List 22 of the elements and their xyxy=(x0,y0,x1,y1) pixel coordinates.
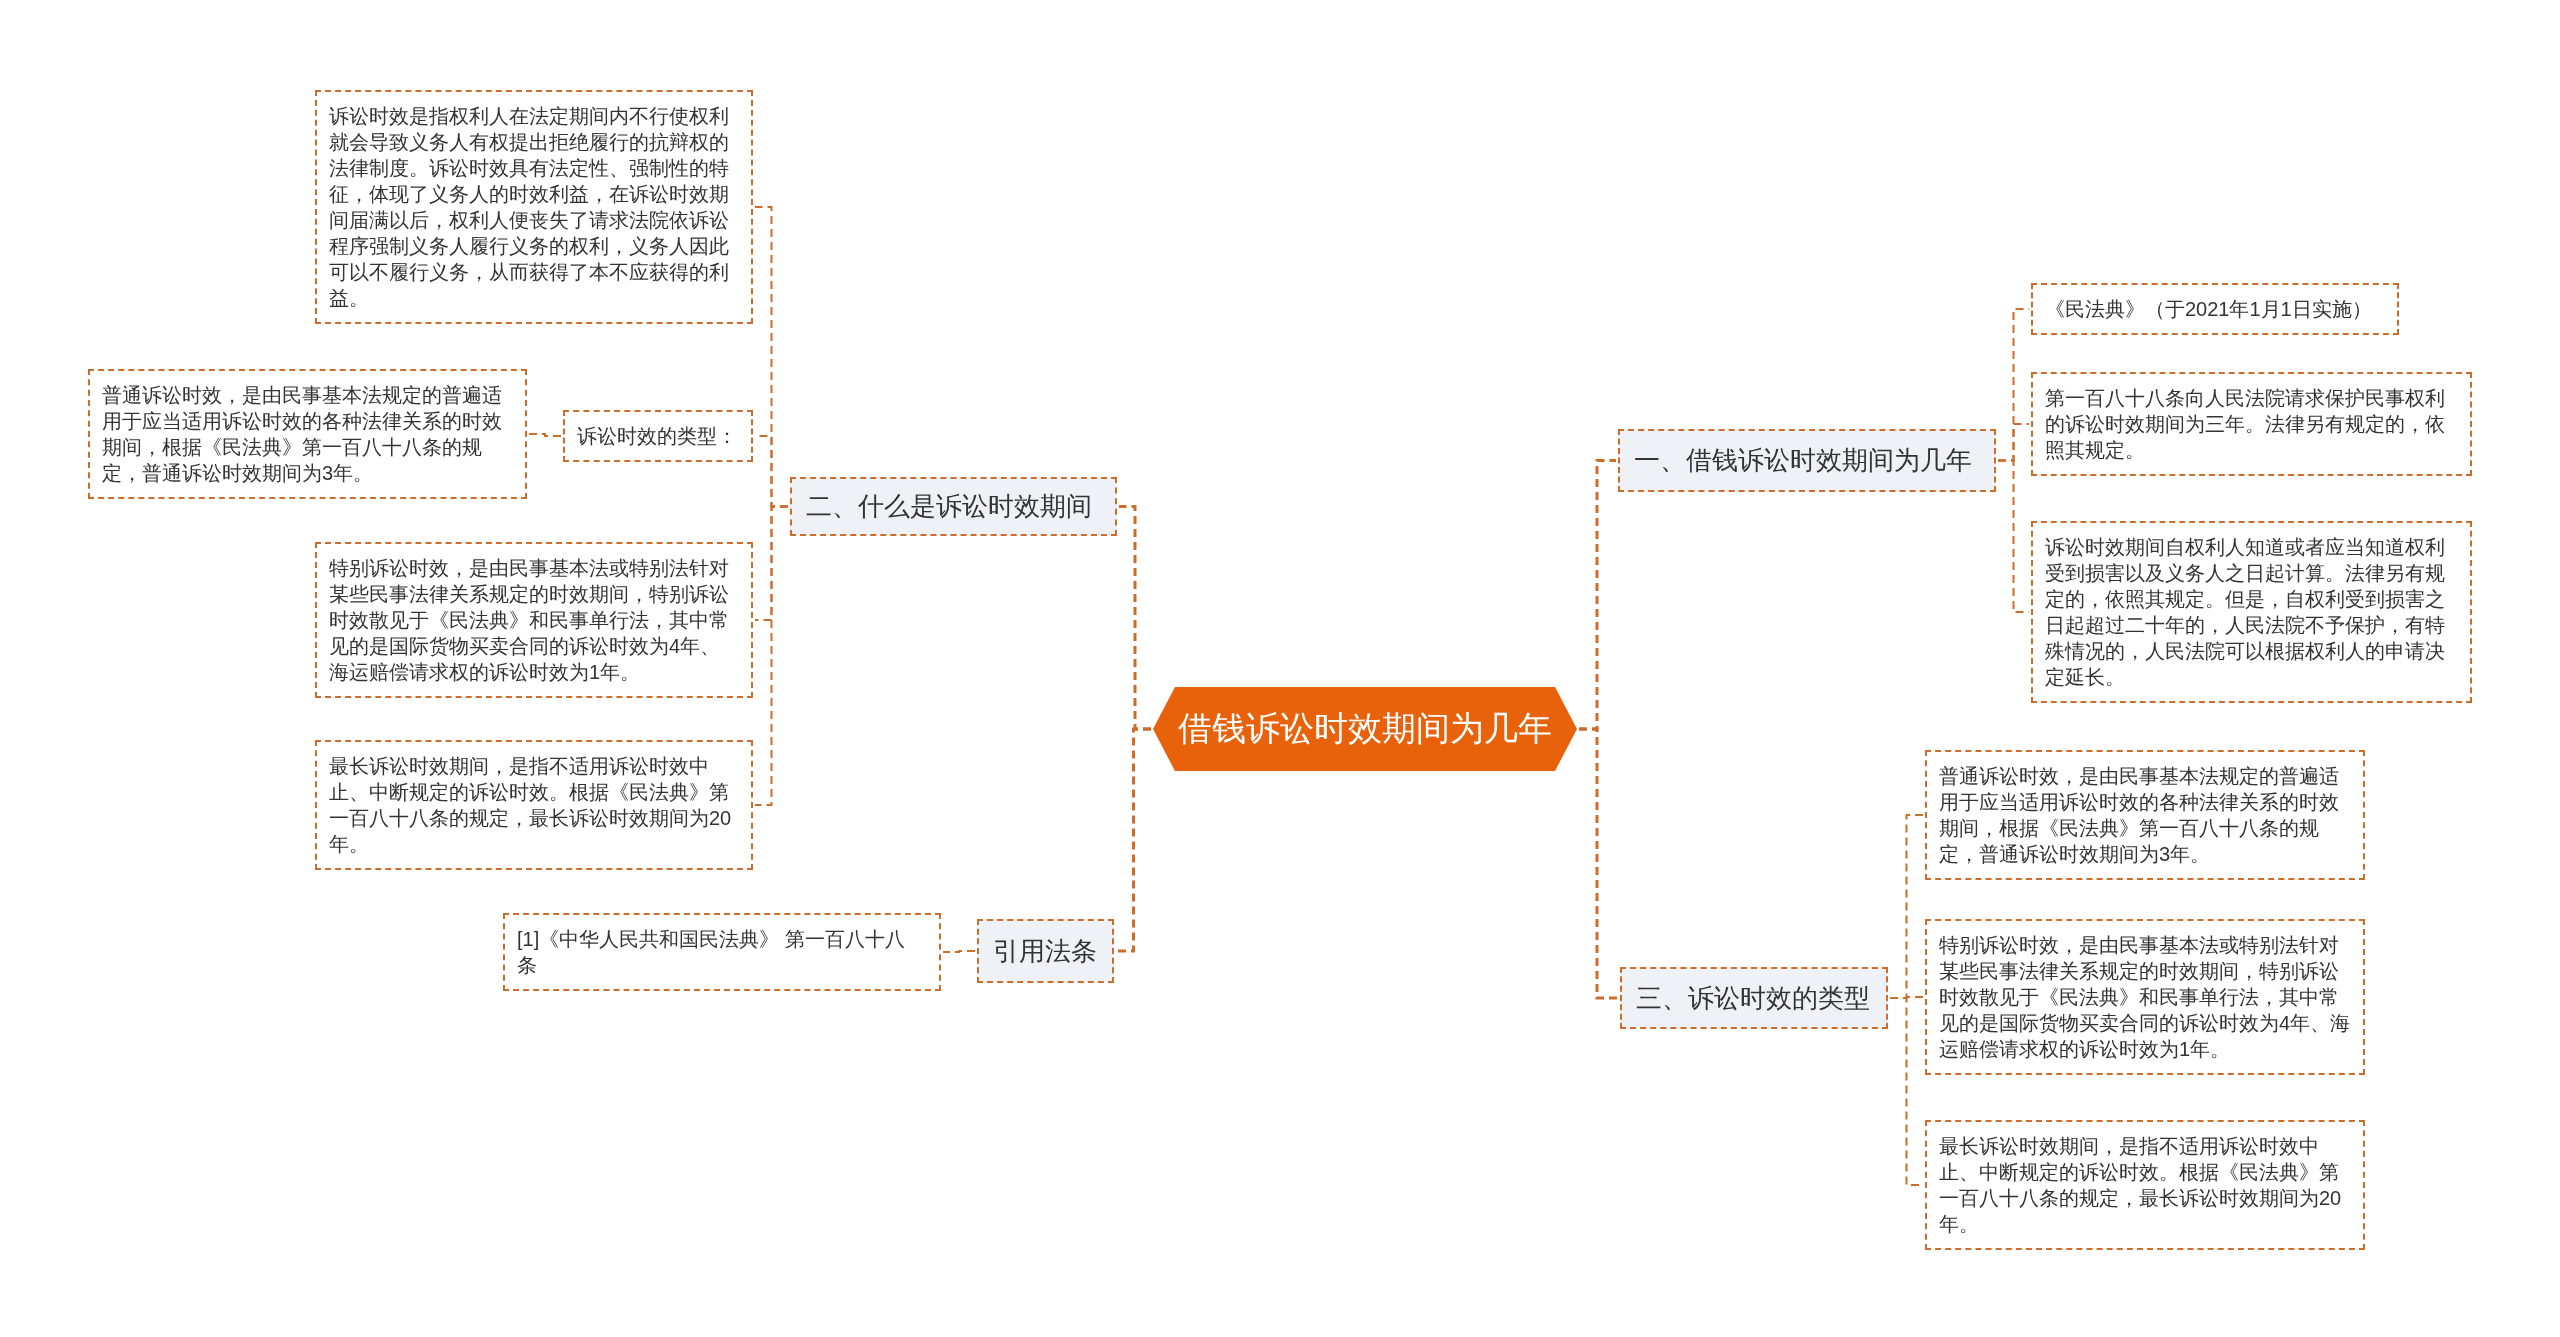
connector-line xyxy=(1579,727,1618,1000)
connector-line xyxy=(1116,727,1151,953)
subtopic-note: 最长诉讼时效期间，是指不适用诉讼时效中止、中断规定的诉讼时效。根据《民法典》第一百八十八条的规定，最长诉讼时效期间为20年。 xyxy=(315,740,753,870)
subtopic-note: 诉讼时效期间自权利人知道或者应当知道权利受到损害以及义务人之日起计算。法律另有规定的，依照其规定。但是，自权利受到损害之日起超过二十年的，人民法院不予保护，有特殊情况的，人民法院可以根据权利人的申请决定延长。 xyxy=(2031,521,2472,703)
branch-topic: 一、借钱诉讼时效期间为几年 xyxy=(1618,429,1996,492)
connector-line xyxy=(942,950,976,953)
branch-topic: 三、诉讼时效的类型 xyxy=(1620,967,1888,1029)
subtopic-note: 《民法典》（于2021年1月1日实施） xyxy=(2031,283,2399,335)
subtopic-note: [1]《中华人民共和国民法典》 第一百八十八条 xyxy=(503,913,941,991)
subtopic-note: 特别诉讼时效，是由民事基本法或特别法针对某些民事法律关系规定的时效期间，特别诉讼时效散见于《民法典》和民事单行法，其中常见的是国际货物买卖合同的诉讼时效为4年、海运赔偿请求权的诉讼时效为1年。 xyxy=(1925,919,2365,1075)
subtopic-note: 普通诉讼时效，是由民事基本法规定的普遍适用于应当适用诉讼时效的各种法律关系的时效期间，根据《民法典》第一百八十八条的规定，普通诉讼时效期间为3年。 xyxy=(88,369,527,499)
branch-topic: 二、什么是诉讼时效期间 xyxy=(790,477,1117,536)
subtopic-note: 特别诉讼时效，是由民事基本法或特别法针对某些民事法律关系规定的时效期间，特别诉讼时效散见于《民法典》和民事单行法，其中常见的是国际货物买卖合同的诉讼时效为4年、海运赔偿请求权的诉讼时效为1年。 xyxy=(315,542,753,698)
subtopic-note: 诉讼时效是指权利人在法定期间内不行使权利就会导致义务人有权提出拒绝履行的抗辩权的法律制度。诉讼时效具有法定性、强制性的特征，体现了义务人的时效利益，在诉讼时效期间届满以后，权利人便丧失了请求法院依诉讼程序强制义务人履行义务的权利，义务人因此可以不履行义务，从而获得了本不应获得的利益。 xyxy=(315,90,753,324)
subtopic-note: 最长诉讼时效期间，是指不适用诉讼时效中止、中断规定的诉讼时效。根据《民法典》第一百八十八条的规定，最长诉讼时效期间为20年。 xyxy=(1925,1120,2365,1250)
central-topic: 借钱诉讼时效期间为几年 xyxy=(1153,687,1577,771)
subtopic-note: 诉讼时效的类型： xyxy=(563,410,753,462)
connector-line xyxy=(528,433,562,437)
subtopic-note: 第一百八十八条向人民法院请求保护民事权利的诉讼时效期间为三年。法律另有规定的，依照其规定。 xyxy=(2031,372,2472,476)
subtopic-note: 普通诉讼时效，是由民事基本法规定的普遍适用于应当适用诉讼时效的各种法律关系的时效期间，根据《民法典》第一百八十八条的规定，普通诉讼时效期间为3年。 xyxy=(1925,750,2365,880)
branch-topic: 引用法条 xyxy=(977,919,1114,983)
connector-line xyxy=(754,505,789,806)
